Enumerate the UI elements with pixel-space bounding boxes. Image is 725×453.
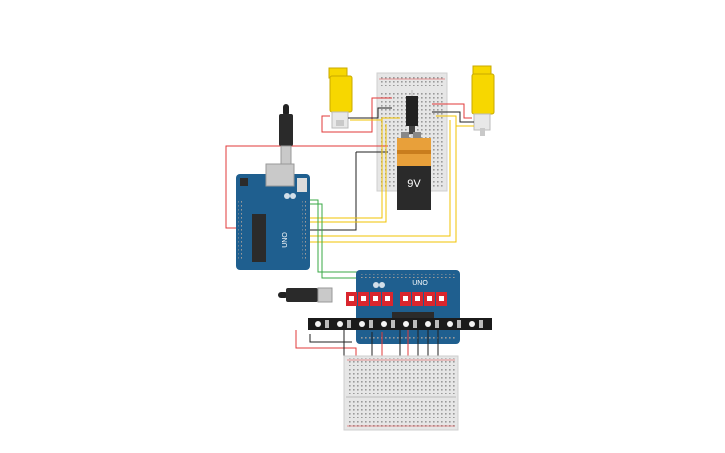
usb-cable-main [279, 104, 293, 165]
arduino-uno-main [236, 163, 310, 270]
relay-group [346, 292, 447, 306]
neopixel-pad [435, 320, 439, 328]
neopixel-pad [347, 320, 351, 328]
neopixel-pad [391, 320, 395, 328]
arduino-shield-label: UNO [412, 280, 428, 287]
battery-label: 9V [407, 178, 421, 190]
barrel-jack [406, 96, 418, 134]
neopixel-led [315, 321, 321, 327]
usb-cable-shield [278, 287, 333, 303]
neopixel-pad [325, 320, 329, 328]
neopixel-led [337, 321, 343, 327]
relay-module [412, 292, 423, 306]
dc-motor-left [328, 67, 353, 129]
neopixel-led [403, 321, 409, 327]
relay-module [370, 292, 381, 306]
relay-module [436, 292, 447, 306]
neopixel-led [447, 321, 453, 327]
relay-module [382, 292, 393, 306]
connection-wires [225, 120, 457, 360]
neopixel-pad [479, 320, 483, 328]
neopixel-pad [457, 320, 461, 328]
bottom-breadboard [343, 355, 459, 431]
motor-wires [321, 97, 474, 133]
relay-module [346, 292, 357, 306]
relay-module [400, 292, 411, 306]
neopixel-led [381, 321, 387, 327]
relay-module [424, 292, 435, 306]
arduino-main-label: UNO [282, 232, 289, 248]
neopixel-led [425, 321, 431, 327]
neopixel-led [469, 321, 475, 327]
neopixel-strip [308, 318, 492, 330]
neopixel-led [359, 321, 365, 327]
neopixel-pad [413, 320, 417, 328]
relay-module [358, 292, 369, 306]
dc-motor-right [471, 65, 495, 136]
neopixel-pad [369, 320, 373, 328]
battery-9v [397, 132, 431, 210]
